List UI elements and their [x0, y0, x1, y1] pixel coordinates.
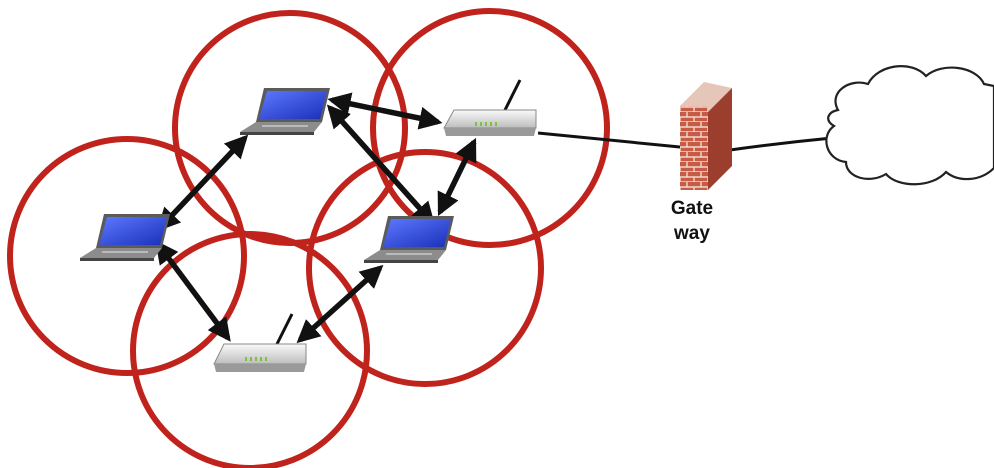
gateway-label-line-2: way: [674, 223, 710, 244]
gateway-label-line-1: Gate: [670, 198, 714, 219]
laptop-left: [80, 214, 170, 261]
link-laptop-top-router-top: [327, 92, 443, 130]
link-laptop-right-router-bottom: [296, 264, 384, 344]
router-bottom: [213, 313, 307, 372]
laptop-icon: [364, 216, 454, 263]
wired-link-router-gateway: [537, 131, 691, 150]
laptop-icon: [80, 214, 170, 261]
link-router-top-laptop-right: [437, 137, 477, 217]
link-laptop-top-laptop-right: [326, 104, 436, 226]
internet-cloud: [825, 65, 994, 186]
cloud-icon: [825, 65, 994, 186]
router-icon: [443, 79, 537, 136]
range-circle-router-bottom: [130, 231, 370, 468]
wired-link-gateway-internet: [729, 136, 833, 152]
laptop-icon: [240, 88, 330, 135]
router-top: [443, 79, 537, 136]
laptop-right: [364, 216, 454, 263]
link-laptop-top-laptop-left: [156, 134, 249, 232]
gateway-label: Gate way: [640, 196, 744, 246]
gateway-firewall: [680, 82, 732, 190]
laptop-top: [240, 88, 330, 135]
range-circle-laptop-right: [306, 149, 544, 387]
firewall-icon: [680, 82, 732, 190]
router-icon: [213, 313, 307, 372]
link-laptop-left-router-bottom: [155, 240, 231, 342]
range-circle-laptop-left: [7, 136, 247, 376]
